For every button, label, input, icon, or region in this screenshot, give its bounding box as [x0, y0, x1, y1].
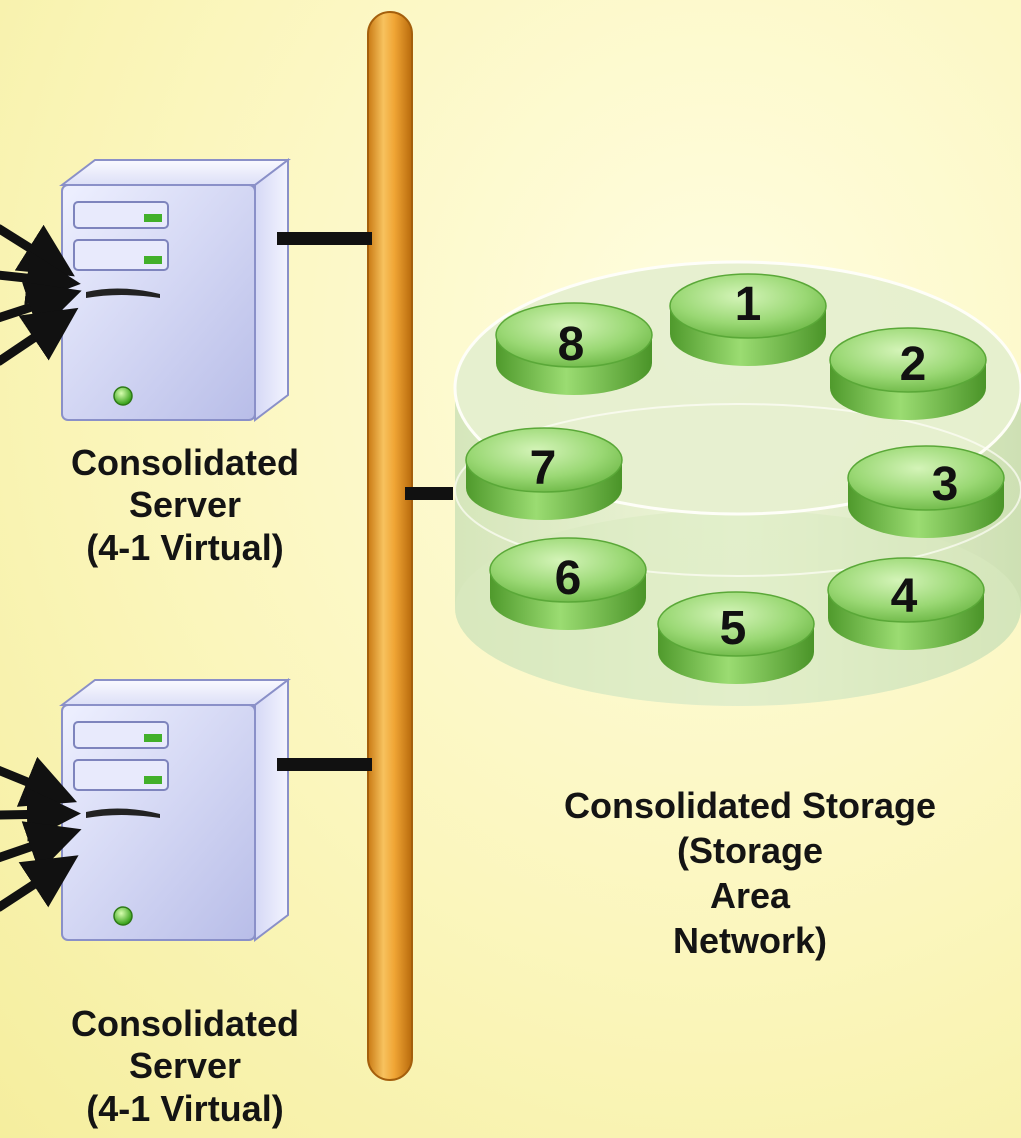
- server-1-client-arrows: [0, 224, 82, 366]
- server-2-label: Consolidated Server (4-1 Virtual): [20, 1003, 350, 1130]
- storage-label-line4: Network): [672, 920, 828, 961]
- storage-label-line3: Area: [709, 875, 791, 916]
- server-1-label-line3: (4-1 Virtual): [86, 526, 284, 568]
- storage-label: Consolidated Storage (Storage Area Netwo…: [480, 783, 1020, 963]
- disk-8-label: 8: [558, 318, 585, 371]
- server-2-connector: [277, 758, 372, 771]
- disk-7: 7: [465, 427, 623, 520]
- server-1-label: Consolidated Server (4-1 Virtual): [20, 442, 350, 569]
- disk-3-label: 3: [932, 458, 959, 511]
- disk-1: 1: [669, 273, 827, 366]
- server-2-label-line3: (4-1 Virtual): [86, 1087, 284, 1129]
- storage-label-line1: Consolidated Storage: [563, 785, 937, 826]
- server-1-label-line2: Server: [128, 484, 242, 526]
- server-1-label-line1: Consolidated: [70, 442, 299, 483]
- storage-connector: [405, 487, 453, 500]
- server-1: [61, 159, 289, 421]
- server-1-connector: [277, 232, 372, 245]
- disk-2: 2: [829, 327, 987, 420]
- disk-8: 8: [495, 302, 653, 395]
- server-2: [61, 679, 289, 941]
- server-2-label-line1: Consolidated: [70, 1003, 299, 1044]
- disk-6: 6: [489, 537, 647, 630]
- disk-1-label: 1: [735, 278, 762, 331]
- disk-2-label: 2: [900, 338, 927, 391]
- disk-7-label: 7: [530, 442, 557, 495]
- disk-3: 3: [847, 445, 1005, 538]
- disk-4: 4: [827, 557, 985, 650]
- network-bus: [367, 11, 413, 1081]
- disk-5-label: 5: [720, 602, 747, 655]
- server-2-label-line2: Server: [128, 1045, 242, 1087]
- server-2-client-arrows: [0, 756, 82, 912]
- disk-6-label: 6: [555, 552, 582, 605]
- storage-label-line2: (Storage: [676, 830, 824, 871]
- disk-5: 5: [657, 591, 815, 684]
- disk-4-label: 4: [891, 570, 918, 623]
